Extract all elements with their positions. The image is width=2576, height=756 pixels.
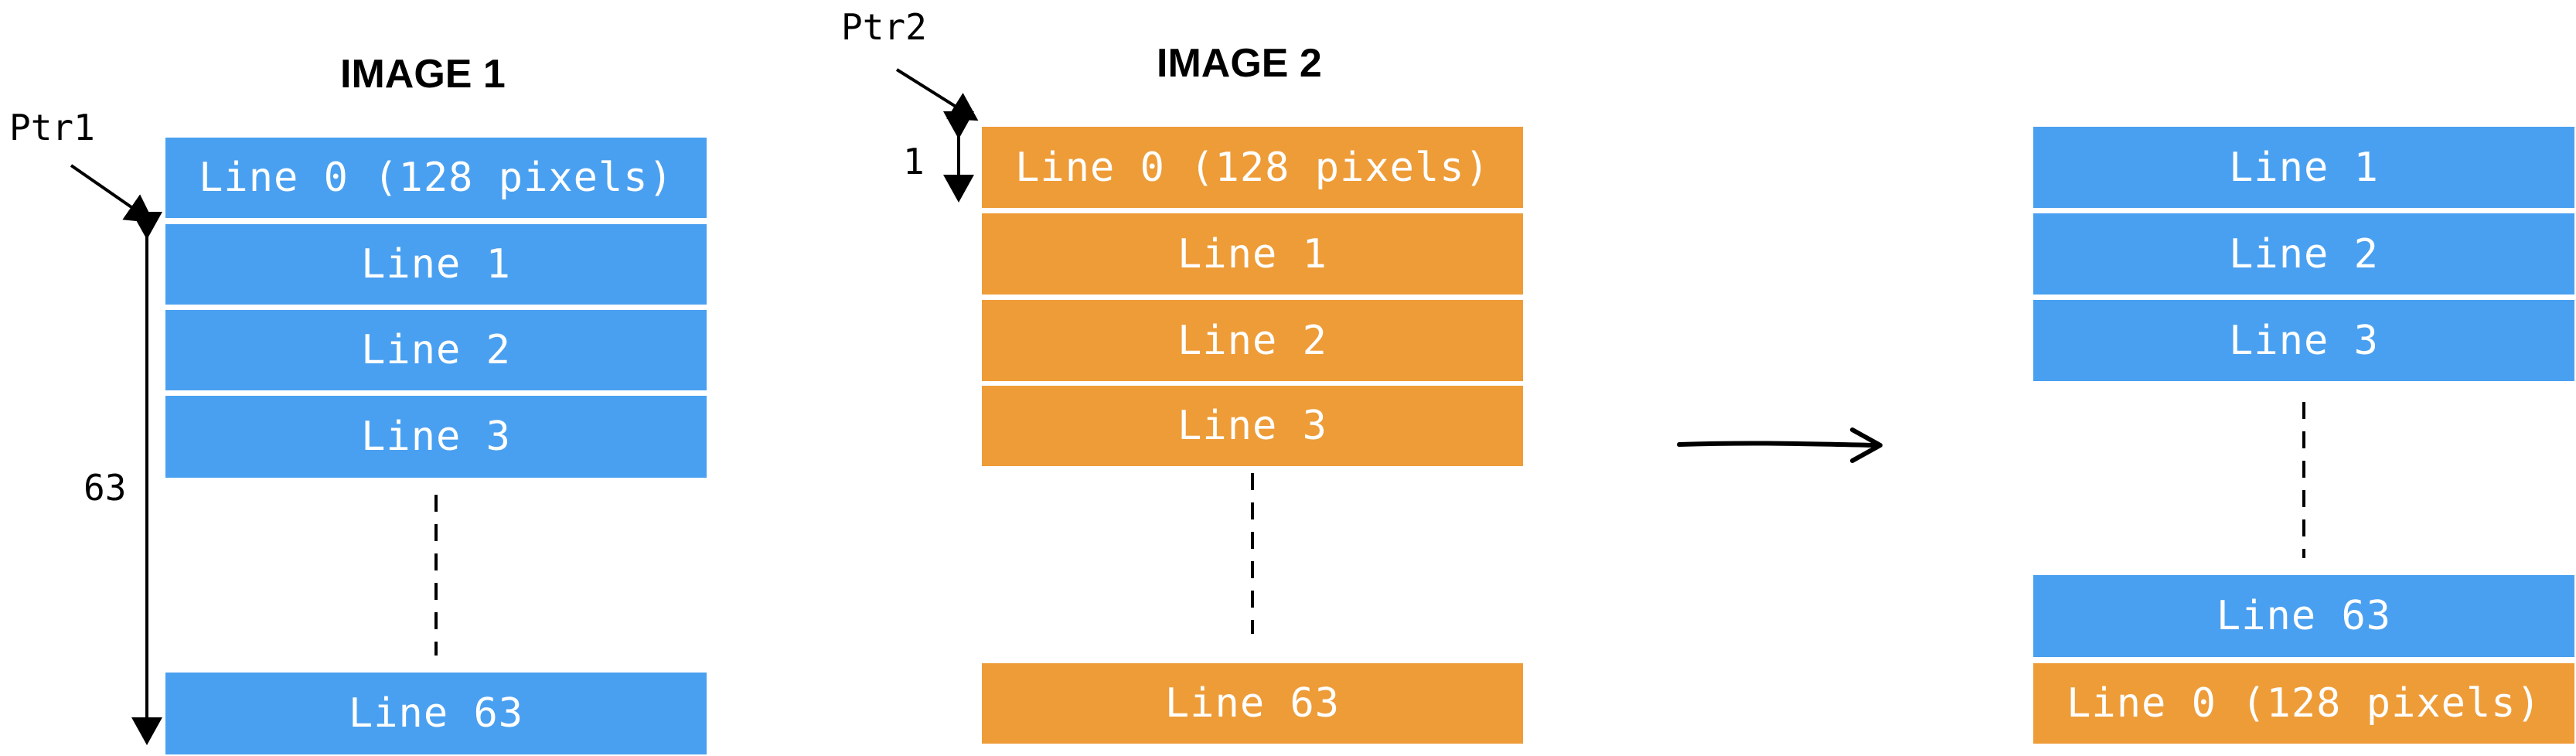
transform-arrowhead (1850, 427, 1883, 463)
image2-line-2: Line 2 (982, 300, 1523, 381)
result-line-2: Line 2 (2033, 213, 2574, 295)
transform-arrow-icon (1677, 441, 1878, 448)
image1-line-3: Line 3 (165, 396, 707, 478)
image1-title: IMAGE 1 (340, 52, 506, 97)
image1-line-63: Line 63 (165, 673, 707, 754)
ptr1-arrow (70, 164, 155, 223)
result-line-1: Line 1 (2033, 127, 2574, 208)
result-line-0: Line 0 (128 pixels) (2033, 663, 2574, 744)
image1-line-2: Line 2 (165, 310, 707, 390)
ptr2-label: Ptr2 (841, 6, 927, 48)
image2-line-63: Line 63 (982, 663, 1523, 744)
ptr1-label: Ptr1 (9, 107, 95, 148)
image1-span-label: 63 (83, 467, 127, 509)
image2-line-0: Line 0 (128 pixels) (982, 127, 1523, 208)
image1-line-0: Line 0 (128 pixels) (165, 138, 707, 218)
image2-line-1: Line 1 (982, 213, 1523, 295)
image2-title: IMAGE 2 (1157, 41, 1322, 86)
image2-line-3: Line 3 (982, 386, 1523, 466)
result-line-63: Line 63 (2033, 575, 2574, 657)
result-line-3: Line 3 (2033, 300, 2574, 381)
ptr2-arrow (895, 68, 979, 121)
image1-line-1: Line 1 (165, 224, 707, 305)
image2-span-label: 1 (903, 141, 925, 182)
